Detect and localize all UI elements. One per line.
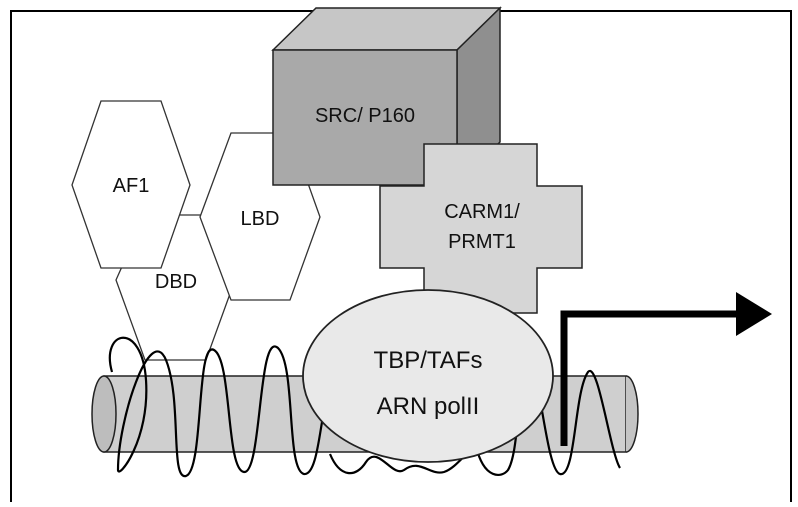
af1-hexagon [71,100,191,269]
dna-coil [108,336,621,478]
dna-cylinder-right-cap [625,375,639,453]
tbp-tafs-ellipse [302,289,554,463]
dna-cylinder-left-cap [91,375,117,453]
af1-label: AF1 [113,175,150,197]
carm1-label: CARM1/ [444,201,520,223]
carm1-prmt1-cross [379,143,583,314]
dbd-label: DBD [155,271,197,293]
src-p160-cube [271,6,502,187]
dna-coil-bottom [328,445,477,475]
transcription-start-arrow-shaft [560,310,742,446]
arn-polii-label: ARN polII [377,393,480,420]
src-p160-label: SRC/ P160 [315,105,415,127]
tbp-tafs-label: TBP/TAFs [374,347,483,374]
bent-arrow-right-icon [736,292,772,336]
prmt1-label: PRMT1 [448,231,516,253]
lbd-label: LBD [241,208,280,230]
